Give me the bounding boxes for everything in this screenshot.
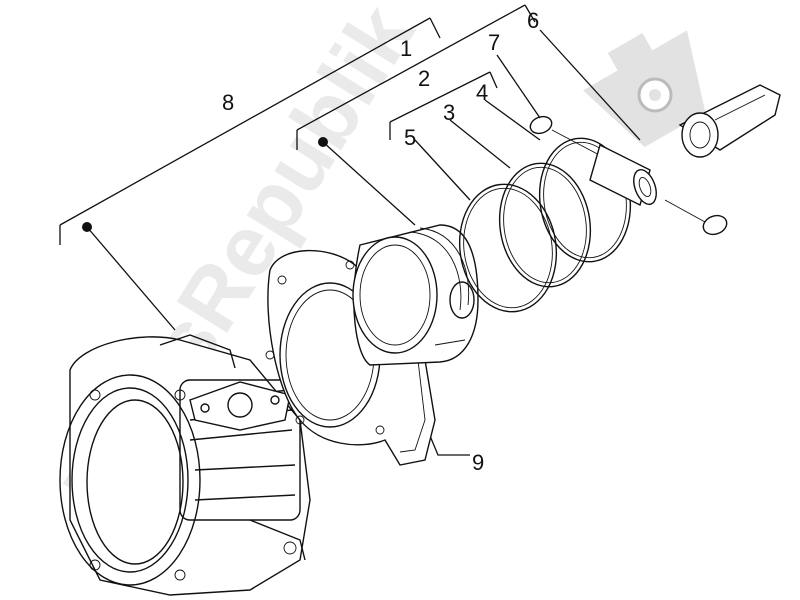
gear-icon (583, 30, 706, 148)
circlip-axis-top (551, 129, 606, 159)
piston-ring-3 (498, 162, 592, 288)
piston-ring-5 (458, 183, 558, 313)
bracket-1 (296, 4, 536, 150)
connecting-rod-end (678, 84, 781, 158)
circlip-axis-bottom (664, 199, 706, 223)
callout-1: 1 (400, 36, 412, 61)
callout-labels: 1 2 3 4 5 6 7 8 9 (222, 8, 539, 475)
bracket-8 (59, 17, 441, 245)
circlip-top (529, 115, 553, 135)
cylinder-block (59, 334, 311, 596)
callout-3: 3 (443, 100, 455, 125)
callout-8: 8 (222, 90, 234, 115)
callout-4: 4 (476, 80, 488, 105)
callout-2: 2 (418, 66, 430, 91)
callout-9: 9 (472, 450, 484, 475)
circlip-bottom (702, 214, 728, 236)
callout-5: 5 (404, 125, 416, 150)
piston-pin (589, 143, 657, 207)
head-gasket (265, 249, 436, 466)
callout-6: 6 (527, 8, 539, 33)
callout-7: 7 (488, 30, 500, 55)
bracket-2 (389, 71, 498, 140)
piston (352, 224, 479, 366)
